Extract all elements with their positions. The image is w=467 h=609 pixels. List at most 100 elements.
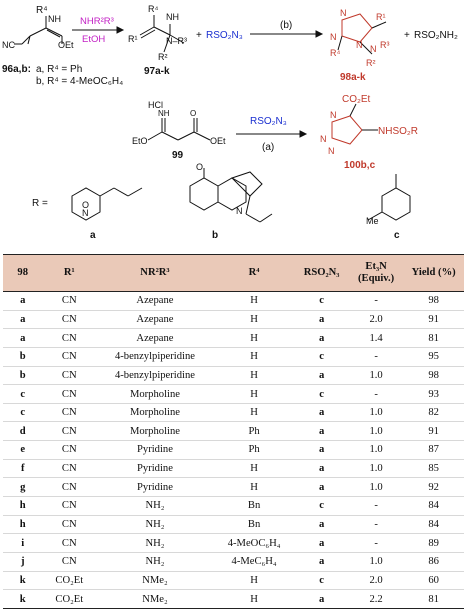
table-cell: c (3, 403, 43, 423)
table-cell: 1.0 (348, 477, 404, 498)
table-cell: 4-MeC₆H₄ (213, 552, 295, 572)
table-cell: 84 (403, 496, 464, 516)
table-cell: 1.4 (348, 328, 404, 348)
intermediate-label: 97a-k (144, 66, 170, 77)
table-cell: CN (42, 384, 97, 404)
table-cell: CN (42, 310, 97, 330)
table-cell: d (3, 421, 43, 442)
table-cell: 1.0 (348, 459, 404, 479)
table-cell: a (3, 310, 43, 330)
table-cell: - (348, 384, 404, 404)
table-cell: H (213, 310, 295, 330)
table-cell: Bn (213, 496, 295, 516)
column-header: R⁴ (213, 254, 295, 292)
table-cell: CN (42, 459, 97, 479)
table-cell: a (294, 589, 349, 609)
table-cell: 82 (403, 403, 464, 423)
table-cell: c (294, 347, 349, 367)
table-cell: CN (42, 515, 97, 535)
table-cell: 1.0 (348, 421, 404, 442)
column-header: Yield (%) (403, 254, 464, 292)
column-header: NR²R³ (96, 254, 214, 292)
table-cell: CO₂Et (42, 571, 97, 591)
table-cell: b (3, 347, 43, 367)
table-cell: CN (42, 421, 97, 442)
svg-text:N: N (328, 146, 335, 156)
reaction-scheme: R⁴ NH NC OEt 96a,b: a, R⁴ = Ph b, R⁴ = 4… (2, 4, 458, 241)
plus-sign-2: + (404, 30, 410, 41)
table-cell: 2.0 (348, 310, 404, 330)
table-cell: CN (42, 403, 97, 423)
r-option-a: a (90, 230, 96, 241)
table-cell: NH₂ (96, 515, 214, 535)
table-cell: c (3, 384, 43, 404)
product2-ester: CO₂Et (342, 94, 371, 105)
table-cell: 60 (403, 571, 464, 591)
table-cell: H (213, 347, 295, 367)
table-cell: a (294, 440, 349, 460)
table-cell: 84 (403, 515, 464, 535)
table-cell: 1.0 (348, 366, 404, 386)
svg-text:OEt: OEt (210, 136, 226, 146)
column-header: Et₃N (Equiv.) (348, 254, 404, 292)
table-cell: Pyridine (96, 440, 214, 460)
table-cell: - (348, 496, 404, 516)
table-cell: H (213, 403, 295, 423)
table-cell: Pyridine (96, 459, 214, 479)
table-cell: H (213, 459, 295, 479)
table-cell: CN (42, 366, 97, 386)
table-cell: c (294, 496, 349, 516)
table-cell: a (294, 459, 349, 479)
step-a-label: (a) (262, 142, 274, 153)
table-cell: NH₂ (96, 552, 214, 572)
table-cell: g (3, 477, 43, 498)
sm-variant-b: b, R⁴ = 4-MeOC₆H₄ (36, 76, 123, 87)
table-cell: CN (42, 347, 97, 367)
table-cell: 91 (403, 421, 464, 442)
column-header: R¹ (42, 254, 97, 292)
table-cell: H (213, 328, 295, 348)
table-cell: a (294, 552, 349, 572)
table-cell: a (294, 328, 349, 348)
table-cell: h (3, 496, 43, 516)
svg-text:R¹: R¹ (376, 12, 386, 22)
table-cell: 98 (403, 366, 464, 386)
table-cell: 4-benzylpiperidine (96, 366, 214, 386)
svg-text:N: N (236, 206, 243, 216)
table-cell: 1.0 (348, 403, 404, 423)
table-cell: CN (42, 552, 97, 572)
column-header: 98 (3, 254, 43, 292)
svg-text:NH: NH (48, 14, 61, 24)
table-cell: Ph (213, 421, 295, 442)
table-cell: Pyridine (96, 477, 214, 498)
svg-text:R²: R² (158, 52, 168, 62)
svg-text:O: O (190, 109, 196, 118)
table-cell: 87 (403, 440, 464, 460)
table-cell: - (348, 291, 404, 311)
svg-text:R²: R² (366, 58, 376, 68)
svg-text:N–R³: N–R³ (166, 36, 187, 46)
svg-text:N: N (370, 44, 377, 54)
table-cell: H (213, 571, 295, 591)
svg-text:EtO: EtO (132, 136, 148, 146)
table-cell: Azepane (96, 310, 214, 330)
r-equals-label: R = (32, 198, 48, 209)
table-cell: e (3, 440, 43, 460)
svg-text:N: N (320, 134, 327, 144)
svg-text:Me: Me (366, 216, 379, 226)
table-cell: CN (42, 440, 97, 460)
table-cell: Morpholine (96, 384, 214, 404)
table-cell: Azepane (96, 291, 214, 311)
table-cell: - (348, 515, 404, 535)
table-cell: a (294, 515, 349, 535)
